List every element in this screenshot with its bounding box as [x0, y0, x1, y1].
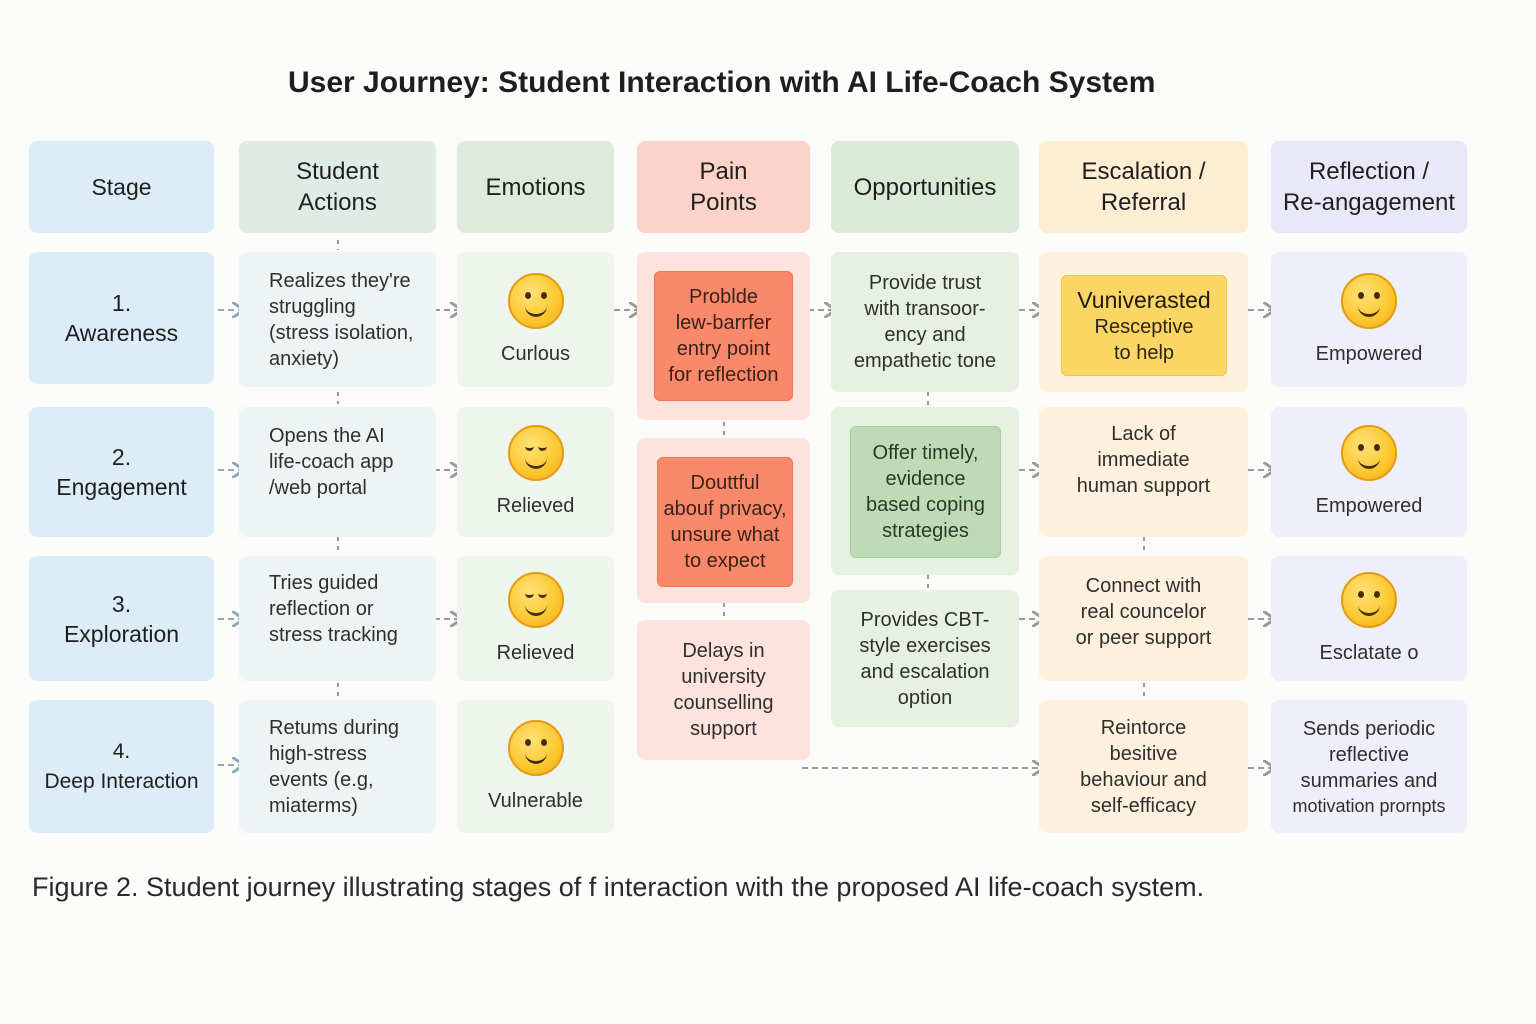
smiling-face-icon: [507, 272, 564, 329]
smiling-face-icon: [507, 719, 564, 776]
stage-exploration: 3.Exploration: [29, 556, 214, 681]
opportunity-cell: Provide trust with transoor- ency and em…: [831, 252, 1019, 392]
escalation-cell: Connect with real councelor or peer supp…: [1039, 556, 1248, 681]
relieved-face-icon: [507, 571, 564, 628]
stage-deep-interaction: 4.Deep Interaction: [29, 700, 214, 833]
emotion-cell: Relieved: [457, 556, 614, 681]
action-cell: Retums during high-stress events (e.g, m…: [239, 700, 436, 833]
action-cell: Opens the AI life-coach app /web portal: [239, 407, 436, 537]
action-cell: Realizes they're struggling (stress isol…: [239, 252, 436, 387]
reflection-cell: Empowered: [1271, 407, 1467, 537]
header-escalation-referral: Escalation / Referral: [1039, 141, 1248, 233]
stage-awareness: 1.Awareness: [29, 252, 214, 384]
reflection-cell: Sends periodic reflective summaries and …: [1271, 700, 1467, 833]
pain-point-card: Douttful abouf privacy, unsure what to e…: [657, 457, 793, 587]
escalation-card: Vuniverasted Resceptive to help: [1061, 275, 1227, 376]
pain-cell: Delays in university counselling support: [637, 620, 810, 760]
opportunity-cell: Provides CBT- style exercises and escala…: [831, 590, 1019, 727]
thinking-face-icon: [1341, 272, 1397, 329]
header-student-actions: Student Actions: [239, 141, 436, 233]
header-reflection: Reflection / Re-angagement: [1271, 141, 1467, 233]
diagram-title: User Journey: Student Interaction with A…: [288, 66, 1156, 99]
emotion-cell: Curlous: [457, 252, 614, 387]
stage-engagement: 2.Engagement: [29, 407, 214, 537]
figure-caption: Figure 2. Student journey illustrating s…: [32, 872, 1205, 902]
smiling-face-icon: [1341, 425, 1397, 481]
emotion-cell: Relieved: [457, 407, 614, 537]
smiling-face-icon: [1341, 571, 1397, 628]
reflection-cell: Empowered: [1271, 252, 1467, 387]
header-opportunities: Opportunities: [831, 141, 1019, 233]
escalation-cell: Lack of immediate human support: [1039, 407, 1248, 537]
pain-point-card: Problde lew-barrfer entry point for refl…: [654, 271, 793, 401]
header-emotions: Emotions: [457, 141, 614, 233]
action-cell: Tries guided reflection or stress tracki…: [239, 556, 436, 681]
reflection-cell: Esclatate o: [1271, 556, 1467, 681]
relieved-face-icon: [507, 425, 564, 481]
escalation-cell: Reintorce besitive behaviour and self-ef…: [1039, 700, 1248, 833]
opportunity-card: Offer timely, evidence based coping stra…: [850, 426, 1001, 558]
emotion-cell: Vulnerable: [457, 700, 614, 833]
header-pain-points: Pain Points: [637, 141, 810, 233]
header-stage: Stage: [29, 141, 214, 233]
